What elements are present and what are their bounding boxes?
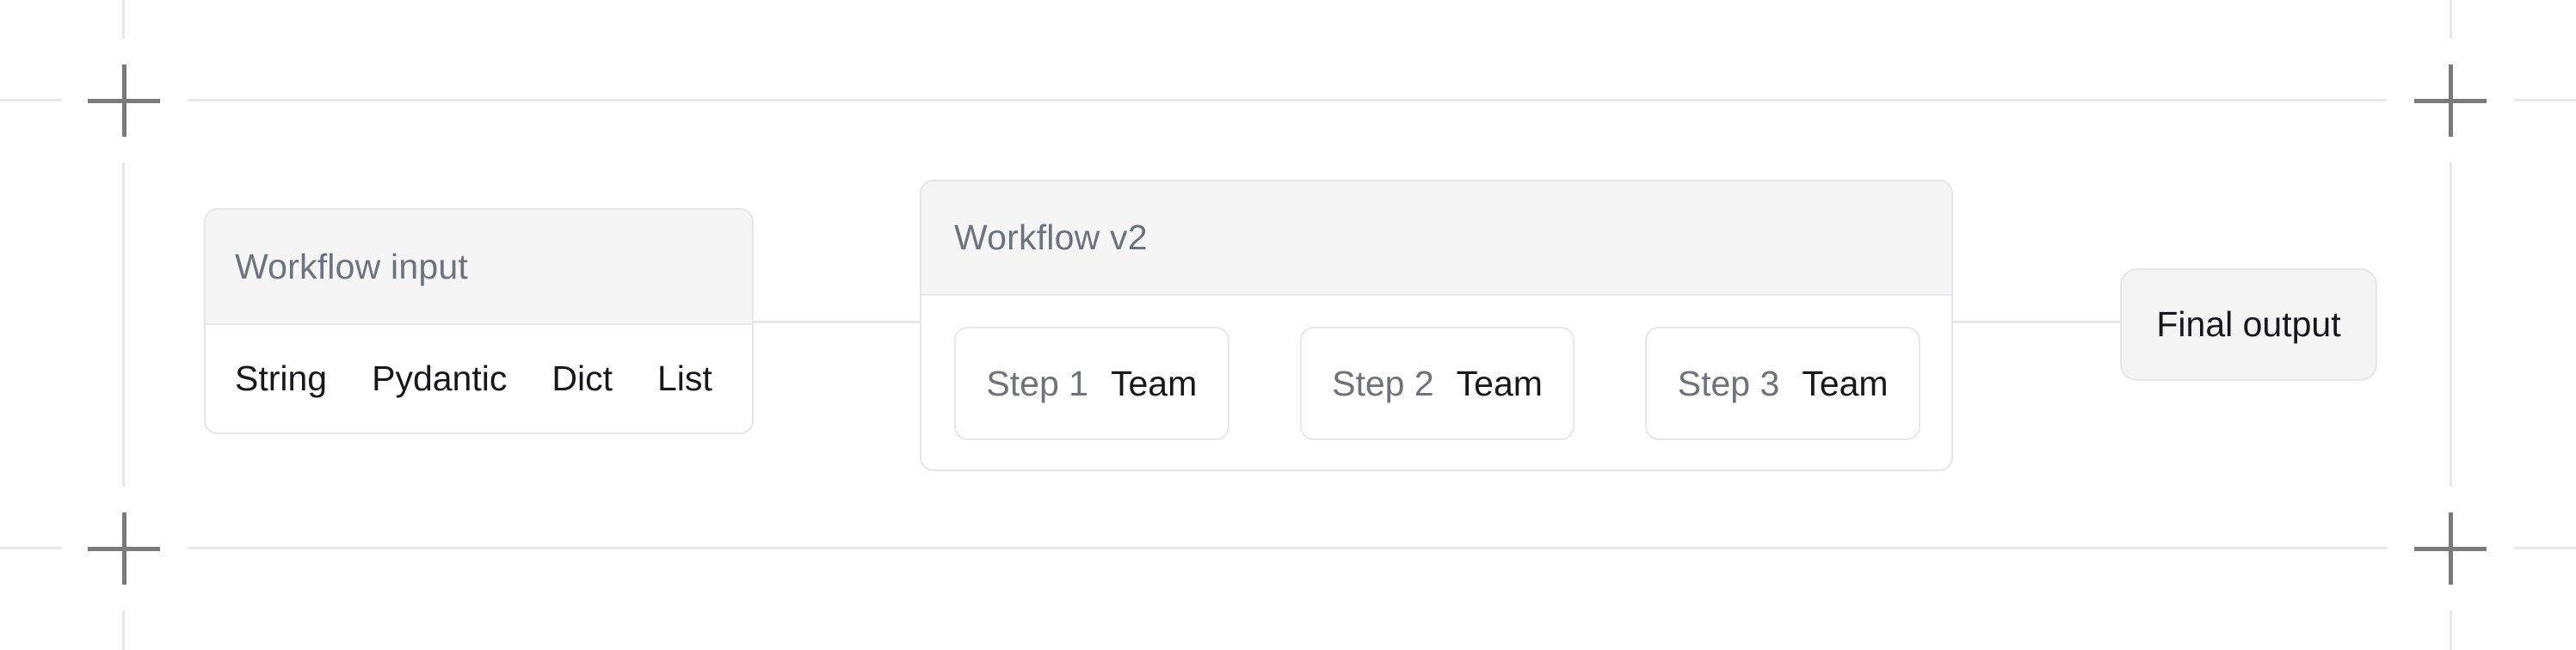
crosshair-vertical-bar (121, 64, 126, 137)
connector-workflow-to-output (1953, 321, 2120, 323)
guide-line-bottom-right-segment (2514, 547, 2576, 549)
connector-input-to-workflow (754, 321, 920, 323)
final-output-box: Final output (2120, 268, 2377, 381)
workflow-v2-header: Workflow v2 (921, 181, 1951, 296)
input-type-list: List (656, 359, 712, 398)
step-3-type: Team (1802, 363, 1889, 403)
final-output-label: Final output (2156, 304, 2341, 344)
step-1-type: Team (1110, 363, 1198, 403)
step-2-label: Step 2 (1332, 363, 1434, 403)
guide-line-top-middle-segment (188, 99, 2387, 101)
step-1-label: Step 1 (986, 363, 1088, 403)
workflow-v2-title: Workflow v2 (954, 218, 1148, 257)
guide-line-left-bottom-segment (122, 610, 125, 650)
guide-line-right-bottom-segment (2450, 610, 2452, 650)
step-card-1: Step 1 Team (954, 327, 1229, 440)
workflow-input-box: Workflow input String Pydantic Dict List (204, 208, 754, 434)
step-card-3: Step 3 Team (1645, 327, 1921, 440)
workflow-input-header: Workflow input (206, 210, 752, 325)
crosshair-vertical-bar (2448, 64, 2453, 137)
workflow-input-body: String Pydantic Dict List (206, 325, 752, 432)
crosshair-top-left (88, 64, 160, 137)
workflow-input-title: Workflow input (235, 246, 468, 286)
guide-line-bottom-middle-segment (188, 547, 2387, 549)
input-type-pydantic: Pydantic (372, 359, 508, 398)
guide-line-top-right-segment (2514, 99, 2576, 101)
workflow-v2-box: Workflow v2 Step 1 Team Step 2 Team Step… (920, 180, 1953, 471)
crosshair-vertical-bar (121, 512, 126, 585)
step-2-type: Team (1456, 363, 1543, 403)
crosshair-top-right (2414, 64, 2487, 137)
workflow-v2-body: Step 1 Team Step 2 Team Step 3 Team (921, 296, 1951, 469)
guide-line-right-middle-segment (2450, 162, 2452, 487)
guide-line-left-middle-segment (122, 162, 125, 487)
step-card-2: Step 2 Team (1299, 327, 1575, 440)
input-type-string: String (235, 359, 328, 398)
crosshair-bottom-left (88, 512, 160, 585)
guide-line-bottom-left-segment (0, 547, 62, 549)
guide-line-top-left-segment (0, 99, 62, 101)
step-3-label: Step 3 (1677, 363, 1780, 403)
crosshair-bottom-right (2414, 512, 2487, 585)
crosshair-vertical-bar (2448, 512, 2453, 585)
input-type-dict: Dict (552, 359, 613, 398)
guide-line-right-top-segment (2450, 0, 2452, 39)
guide-line-left-top-segment (122, 0, 125, 39)
